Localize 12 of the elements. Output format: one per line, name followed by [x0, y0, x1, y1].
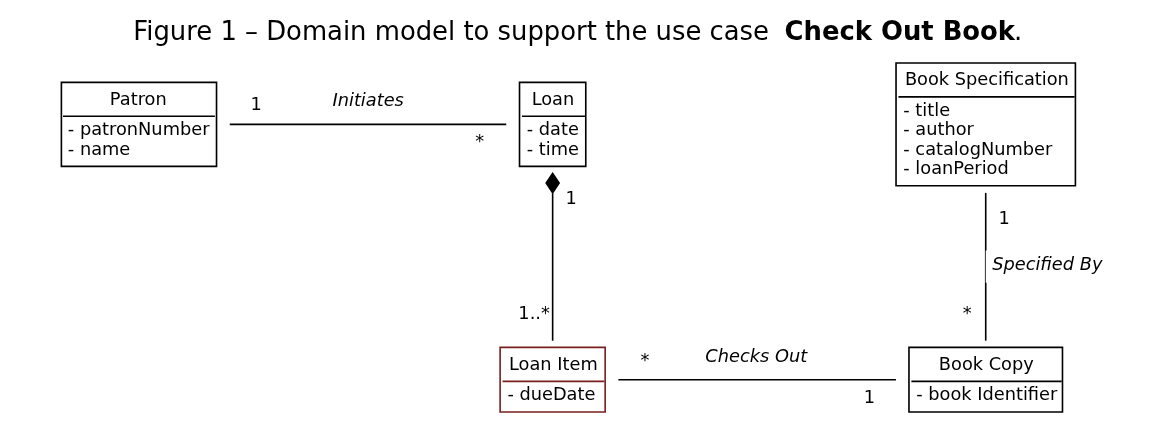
label: 1	[565, 188, 577, 209]
edge-label: Initiates	[332, 90, 404, 111]
label: *	[962, 302, 972, 323]
edge-label: Checks Out	[705, 345, 808, 366]
label: 1	[998, 207, 1010, 228]
diagram-title: Figure 1 – Domain model to support the use case Check Out Book.	[133, 16, 1023, 47]
edge-label: Specified By	[992, 253, 1103, 274]
label: 1..*	[518, 302, 550, 323]
label: *	[640, 349, 650, 370]
label: 1	[863, 386, 876, 407]
label: *	[475, 131, 485, 152]
label: 1	[250, 94, 262, 115]
